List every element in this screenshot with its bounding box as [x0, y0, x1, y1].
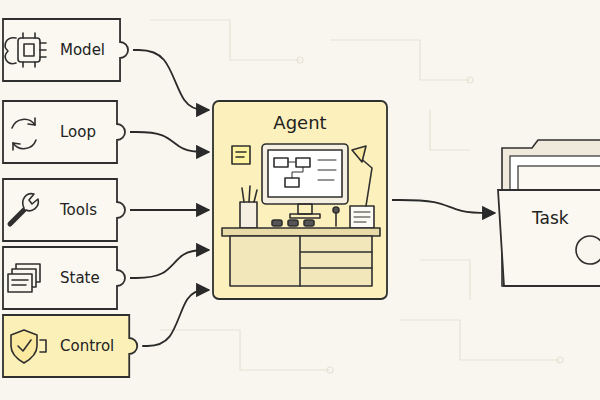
- paper: [8, 274, 32, 292]
- node-label: Control: [60, 337, 114, 355]
- cycle-head: [28, 118, 35, 125]
- chip-pins: [23, 33, 46, 67]
- puzzle-box: Model: [2, 18, 129, 82]
- monitor-stand: [298, 204, 312, 214]
- notebook: [350, 206, 374, 228]
- node-label: State: [60, 269, 100, 287]
- node-label: Task: [532, 208, 569, 228]
- wrench-head: [23, 194, 39, 211]
- node-label: Loop: [60, 123, 96, 141]
- joystick-knob: [333, 207, 339, 213]
- connector-arrow: [130, 209, 209, 211]
- connector-arrow: [142, 290, 209, 346]
- trace: [420, 260, 470, 300]
- desk-body: [230, 236, 372, 286]
- checklist: [318, 160, 336, 180]
- puzzle-outline: [3, 247, 125, 309]
- magnifier-icon: [576, 236, 600, 264]
- bracket: [40, 340, 46, 352]
- puzzle-box: Loop: [2, 100, 126, 164]
- trace: [330, 40, 470, 80]
- node-label: Agent: [273, 112, 326, 133]
- lamp-arm: [358, 156, 372, 206]
- task-folder: Task: [498, 138, 598, 288]
- monitor: [262, 144, 348, 204]
- desk-illustration: [222, 144, 380, 286]
- desk-top: [222, 228, 380, 236]
- wrench-handle: [10, 208, 26, 224]
- trace: [400, 320, 560, 360]
- wrench-icon: [10, 194, 38, 224]
- pencil-cup: [240, 202, 257, 228]
- button: [272, 220, 282, 226]
- papers-icon: [8, 264, 40, 292]
- cycle-arc: [12, 119, 35, 128]
- button: [304, 220, 314, 226]
- connector-arrow: [130, 132, 209, 152]
- puzzle-outline: [3, 315, 137, 377]
- cycle-icon: [12, 118, 36, 150]
- brain-chip-icon: [5, 33, 46, 67]
- puzzle-outline: [3, 19, 128, 81]
- flow-box: [285, 178, 299, 187]
- brain-outline: [5, 38, 16, 64]
- puzzle-outline: [3, 101, 125, 163]
- node-label: Tools: [60, 201, 97, 219]
- notebook-lines: [354, 212, 370, 222]
- node-label: Model: [60, 41, 105, 59]
- monitor-base: [290, 214, 320, 218]
- chip-core: [24, 44, 34, 56]
- trace-dot: [327, 367, 333, 373]
- shield-icon: [11, 330, 46, 363]
- paper-lines: [12, 280, 28, 285]
- cycle-arc: [13, 140, 36, 149]
- folder-front: [498, 190, 600, 286]
- check-mark: [18, 340, 31, 351]
- trace: [160, 330, 330, 370]
- connector-arrow: [392, 200, 495, 213]
- chip: [18, 38, 40, 62]
- magnifier-lens: [576, 236, 600, 264]
- trace: [150, 20, 300, 60]
- connector-arrow: [133, 50, 209, 110]
- joystick-stick: [335, 212, 337, 226]
- connector-arrow: [130, 250, 209, 278]
- trace-dot: [557, 357, 563, 363]
- flow-lines: [288, 162, 303, 178]
- agent-outline: [213, 101, 387, 299]
- pencils: [242, 186, 257, 202]
- button: [288, 220, 298, 226]
- flow-box: [296, 158, 310, 167]
- trace-dot: [467, 77, 473, 83]
- note-lines: [236, 152, 246, 157]
- flow-box: [274, 158, 288, 167]
- shield: [11, 330, 37, 363]
- screen: [268, 150, 342, 197]
- trace-dot: [297, 57, 303, 63]
- trace: [430, 110, 470, 150]
- cycle-head: [13, 143, 20, 150]
- desk-drawers: [300, 236, 372, 286]
- puzzle-outline: [3, 179, 125, 241]
- sticky-note: [232, 146, 250, 164]
- lamp-head: [352, 146, 366, 162]
